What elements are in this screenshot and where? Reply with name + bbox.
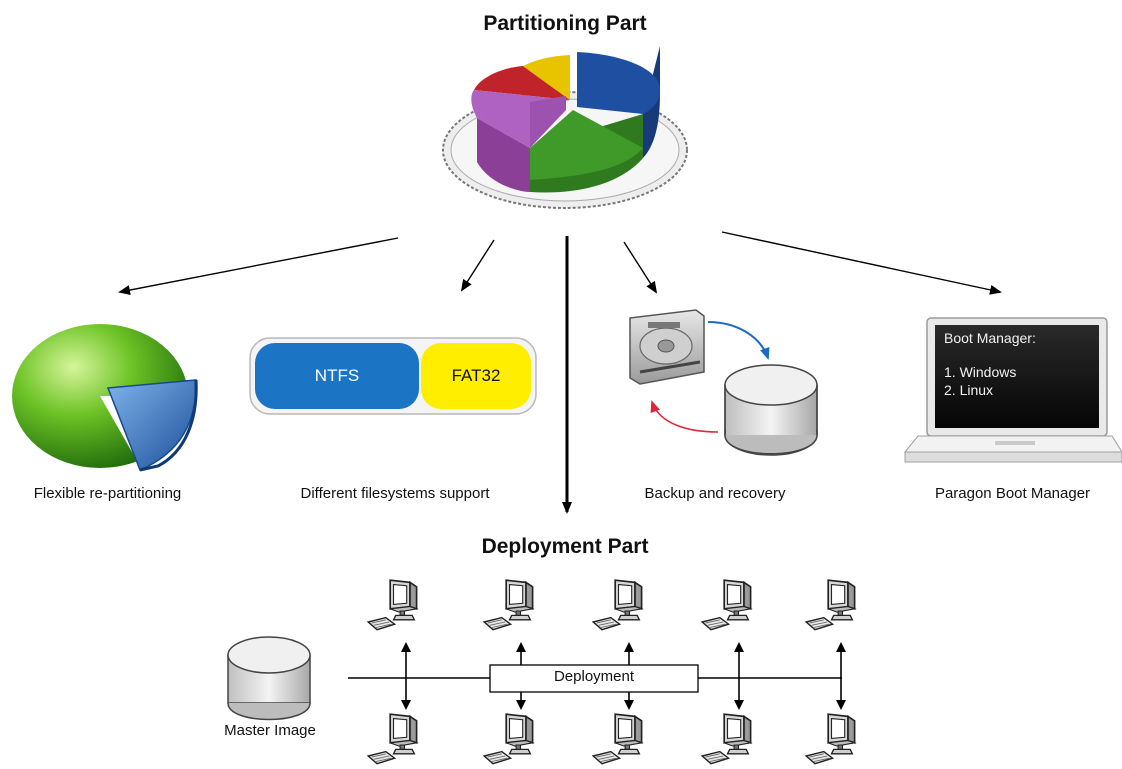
target-computers-top <box>367 579 856 631</box>
backup-arrow <box>707 321 770 360</box>
feature-label-filesystems: Different filesystems support <box>300 485 490 502</box>
master-image-label: Master Image <box>224 722 316 739</box>
hard-drive-icon <box>629 309 705 385</box>
filesystem-frame <box>249 337 537 415</box>
deployment-title: Deployment Part <box>481 535 649 558</box>
feature-label-backup: Backup and recovery <box>644 485 786 502</box>
partitioning-title: Partitioning Part <box>483 12 647 35</box>
pie-chart-illustration <box>442 46 688 209</box>
boot-option-linux: 2. Linux <box>944 382 994 398</box>
recovery-arrow <box>650 400 719 433</box>
feature-label-boot-manager: Paragon Boot Manager <box>934 485 1091 502</box>
repartition-sphere-icon <box>12 324 198 472</box>
boot-manager-heading: Boot Manager: <box>944 330 1036 346</box>
target-computers-bottom <box>367 713 856 765</box>
fat32-label: FAT32 <box>451 366 501 385</box>
laptop-icon <box>903 317 1122 463</box>
deployment-links <box>401 642 846 710</box>
boot-option-windows: 1. Windows <box>944 364 1017 380</box>
deployment-bus-label: Deployment <box>553 668 635 685</box>
master-image-disk-icon <box>227 636 311 721</box>
feature-label-repartitioning: Flexible re-partitioning <box>33 485 182 502</box>
ntfs-label: NTFS <box>314 366 360 385</box>
partition-arrows <box>118 231 1002 514</box>
deployment-box <box>489 664 699 693</box>
backup-disk-icon <box>724 364 818 456</box>
